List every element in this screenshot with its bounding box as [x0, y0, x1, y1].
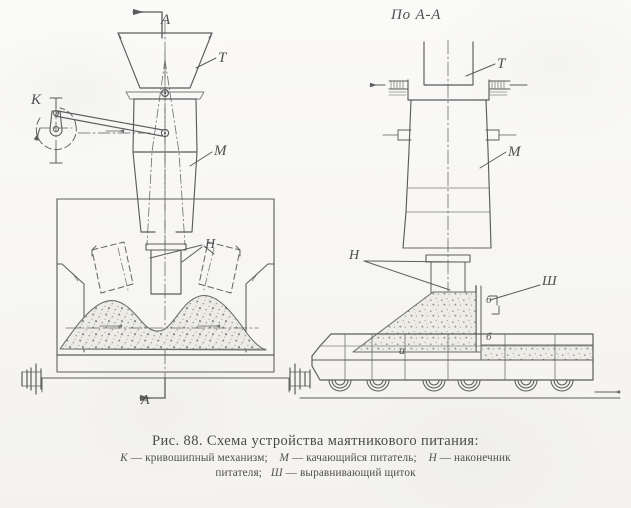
label-section-a-bottom: А: [140, 393, 150, 408]
feeder-nozzle-H-swing-left: [91, 241, 134, 294]
label-hopper-t-left: Т: [218, 50, 228, 66]
legend-symbol-k: К: [120, 452, 128, 464]
legend-text-k: — кривошипный механизм;: [130, 452, 268, 464]
label-detail-b-lower: б: [486, 331, 492, 343]
crank-mechanism-K: [33, 97, 164, 164]
legend-text-h-cont: питателя;: [215, 467, 263, 479]
label-feeder-m-left: М: [213, 143, 228, 159]
leader-lines-left: [149, 57, 217, 263]
section-marker-bottom: [139, 377, 166, 402]
label-nozzle-h-right: Н: [348, 248, 360, 263]
label-nozzle-h-left: Н: [204, 237, 216, 252]
feeder-nozzle-H-centre: [145, 243, 187, 295]
right-view-title: По А-А: [390, 7, 441, 23]
hopper-outlet-T: [117, 32, 213, 89]
feeder-nozzle-phantom: [117, 247, 215, 291]
legend-symbol-m: М: [279, 452, 289, 464]
leader-lines-right: [363, 63, 541, 301]
legend-symbol-h: Н: [428, 452, 437, 464]
figure-legend-line-2: питателя; Ш — выравнивающий щиток: [0, 466, 631, 481]
bulk-material-profile-right: [352, 291, 594, 361]
figure-caption-title: Рис. 88. Схема устройства маятникового п…: [152, 433, 479, 449]
right-view-section-aa: [299, 39, 621, 399]
label-hopper-t-right: Т: [497, 56, 507, 72]
label-crank-k: К: [30, 92, 42, 108]
feeder-nozzle-H-swing-right: [198, 241, 241, 294]
left-view-front-elevation: [21, 8, 311, 402]
legend-text-sh: — выравнивающий щиток: [285, 467, 416, 479]
label-shield-sh: Ш: [541, 274, 558, 289]
label-detail-b-upper: б: [486, 294, 492, 306]
bulk-material-heap: [59, 294, 267, 351]
legend-symbol-sh: Ш: [270, 467, 283, 479]
section-marker-top: [132, 8, 163, 39]
material-flow-indicator: [65, 324, 259, 329]
feeder-rod-pivot: [160, 128, 170, 138]
railcar-wheels: [328, 379, 574, 392]
legend-text-h: — наконечник: [439, 452, 511, 464]
railcar-body-front: [56, 198, 275, 356]
suspension-flange: [369, 79, 528, 101]
hopper-chute-T: [423, 41, 474, 86]
railcar-body-side: [299, 333, 621, 399]
legend-text-m: — качающийся питатель;: [291, 452, 417, 464]
label-detail-a: а: [399, 343, 405, 357]
oscillating-feeder-M-section: [382, 99, 517, 249]
figure-caption-block: Рис. 88. Схема устройства маятникового п…: [0, 432, 631, 481]
feeder-swing-limits: [146, 54, 186, 251]
railcar-axle-front: [21, 354, 311, 395]
label-section-a-top: А: [160, 12, 171, 28]
figure-legend-line-1: К — кривошипный механизм; М — качающийся…: [0, 451, 631, 466]
label-feeder-m-right: М: [507, 144, 522, 160]
